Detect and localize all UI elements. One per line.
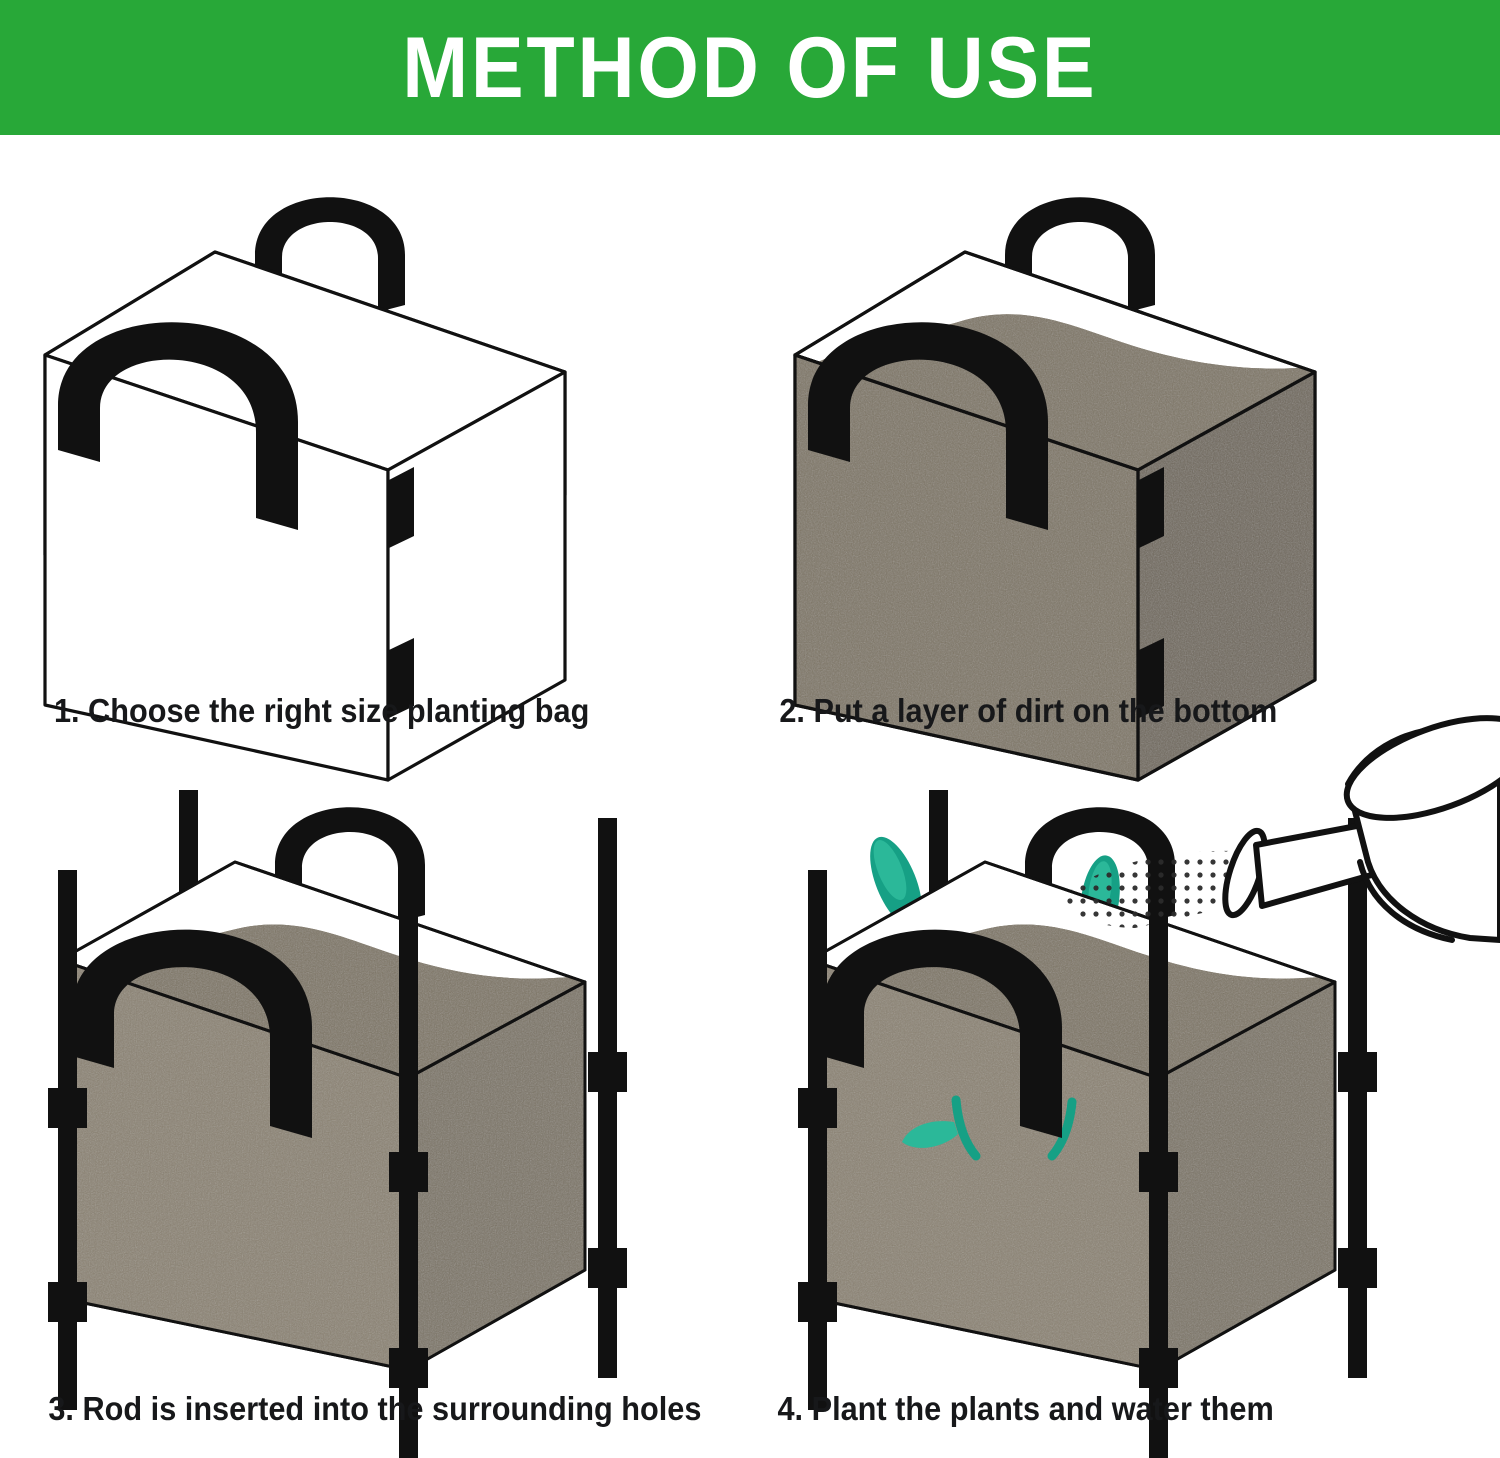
bag-handle-back: [275, 807, 425, 922]
step-2-caption: 2. Put a layer of dirt on the bottom: [779, 692, 1278, 729]
side-hole-upper: [1139, 467, 1164, 548]
bag-handle-back: [1025, 807, 1175, 922]
rod-center-front: [389, 892, 428, 1458]
page-title: METHOD OF USE: [402, 19, 1098, 116]
step-3-panel: [0, 770, 750, 1458]
side-hole-upper: [389, 467, 414, 548]
bag-handle-front: [58, 322, 298, 530]
step-2-panel: [750, 140, 1500, 782]
rod-right: [1338, 818, 1377, 1378]
step-4-caption: 4. Plant the plants and water them: [777, 1390, 1274, 1427]
bag-handle-front: [822, 929, 1062, 1138]
plant-stem-front: [902, 1095, 1077, 1161]
side-hole-lower: [1139, 638, 1164, 718]
step-2-illustration: [750, 140, 1500, 782]
step-1-panel: [0, 140, 750, 782]
bag-handle-front: [808, 322, 1048, 530]
bag-handle-back: [255, 197, 405, 312]
step-3-illustration: [0, 770, 750, 1458]
rod-right: [588, 818, 627, 1378]
step-4-panel: [750, 770, 1500, 1458]
rod-center-front: [1139, 892, 1178, 1458]
step-3-caption: 3. Rod is inserted into the surrounding …: [48, 1390, 702, 1427]
soil-fill: [810, 924, 1335, 1370]
bag-handle-back: [1005, 197, 1155, 312]
step-4-illustration: [750, 770, 1500, 1458]
side-hole-lower: [389, 638, 414, 718]
bag-handle-front: [72, 929, 312, 1138]
soil-fill: [795, 314, 1315, 780]
rod-left: [48, 870, 87, 1410]
header-banner: METHOD OF USE: [0, 0, 1500, 135]
rod-left: [798, 870, 837, 1410]
step-1-caption: 1. Choose the right size planting bag: [53, 692, 590, 729]
step-1-illustration: [0, 140, 750, 782]
